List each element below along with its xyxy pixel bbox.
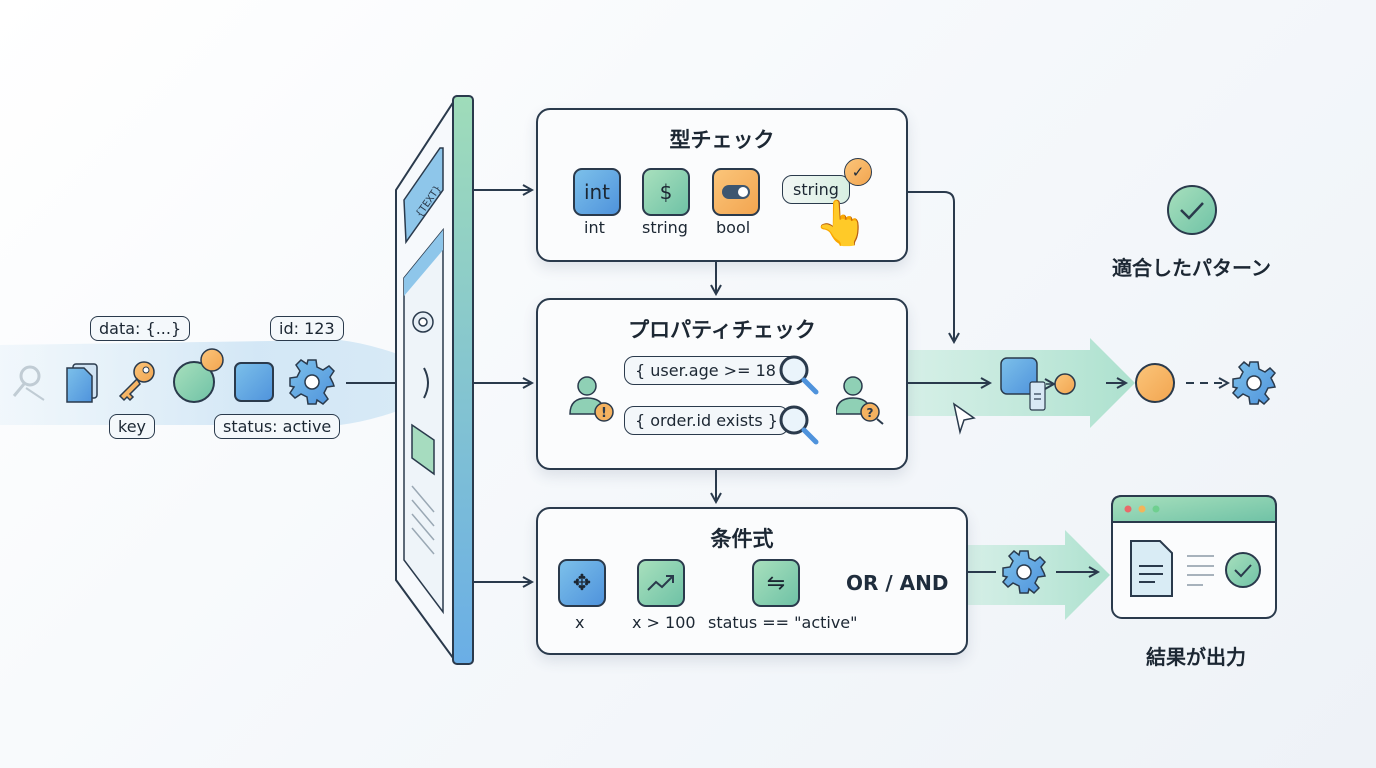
faded-key-icon xyxy=(12,365,45,401)
result-document-icon xyxy=(1130,540,1173,597)
string-type-tile[interactable]: $ xyxy=(642,168,690,216)
comparison-label: x > 100 xyxy=(632,613,696,632)
tag-status: status: active xyxy=(214,414,341,439)
condition-order-id[interactable]: { order.id exists } xyxy=(624,406,789,435)
tag-data: data: {...} xyxy=(90,316,191,341)
search-icon xyxy=(776,402,822,450)
documents-icon xyxy=(66,363,98,403)
conditions-title: 条件式 xyxy=(710,527,774,551)
move-arrows-icon: ✥ xyxy=(572,570,592,596)
comparison-tile[interactable] xyxy=(637,559,685,607)
key-icon xyxy=(118,361,155,402)
panel-text-lines xyxy=(411,485,435,555)
trend-up-icon xyxy=(647,575,674,591)
condition-user-age[interactable]: { user.age >= 18 } xyxy=(624,356,803,385)
bool-type-tile[interactable] xyxy=(712,168,760,216)
pointing-hand-icon: 👆 xyxy=(814,198,869,249)
bool-label: bool xyxy=(716,218,751,237)
toggle-icon xyxy=(722,185,750,199)
not-equal-arrows-icon: ⇋ xyxy=(766,570,786,596)
result-text-lines xyxy=(1187,555,1214,586)
logical-operator-label: OR / AND xyxy=(846,571,949,595)
conditions-box: 条件式 ✥ ⇋ x x > 100 status == "active" OR … xyxy=(536,507,968,655)
equality-label: status == "active" xyxy=(708,613,858,632)
result-gear-icon xyxy=(1001,549,1047,595)
square-document-icon xyxy=(1000,357,1046,411)
type-check-title: 型チェック xyxy=(669,128,775,152)
window-minimize-dot xyxy=(1138,505,1146,513)
svg-text:?: ? xyxy=(867,406,874,420)
arrow-type-to-matched xyxy=(906,191,954,342)
int-label: int xyxy=(584,218,605,237)
type-check-box: 型チェック int $ int string bool string ✓ 👆 xyxy=(536,108,908,262)
circle-node-icon xyxy=(173,348,224,403)
matched-check-icon xyxy=(1167,185,1217,235)
cursor-icon xyxy=(952,402,976,435)
user-alert-icon: ! xyxy=(566,374,616,430)
result-window xyxy=(1111,495,1277,619)
panel-green-card xyxy=(411,423,435,476)
equality-tile[interactable]: ⇋ xyxy=(752,559,800,607)
selected-check-badge-icon: ✓ xyxy=(844,158,872,186)
result-check-icon xyxy=(1225,552,1261,588)
result-output-caption: 結果が出力 xyxy=(1146,645,1246,669)
panel-slot xyxy=(423,367,429,399)
gear-icon xyxy=(289,359,335,405)
matched-pattern-caption: 適合したパターン xyxy=(1112,256,1271,280)
user-question-icon: ? xyxy=(835,374,888,430)
small-orange-node-icon xyxy=(1054,373,1076,395)
int-type-tile[interactable]: int xyxy=(573,168,621,216)
variable-tile[interactable]: ✥ xyxy=(558,559,606,607)
property-check-box: プロパティチェック ! { user.age >= 18 } { order.i… xyxy=(536,298,908,470)
tag-id: id: 123 xyxy=(270,316,344,341)
variable-label: x xyxy=(575,613,585,632)
property-check-title: プロパティチェック xyxy=(628,318,816,342)
panel-gear-icon xyxy=(412,311,434,333)
orange-node-icon xyxy=(1135,363,1175,403)
square-node-icon xyxy=(234,362,274,402)
search-icon xyxy=(776,352,822,400)
panel-code-card xyxy=(403,147,444,245)
string-label: string xyxy=(642,218,688,237)
window-maximize-dot xyxy=(1152,505,1160,513)
svg-text:!: ! xyxy=(601,406,607,421)
output-gear-icon xyxy=(1231,360,1277,406)
tag-key: key xyxy=(109,414,156,439)
window-close-dot xyxy=(1124,505,1132,513)
filter-panel: {TEXT} xyxy=(395,94,474,666)
selected-type-bubble[interactable]: string xyxy=(782,175,850,204)
